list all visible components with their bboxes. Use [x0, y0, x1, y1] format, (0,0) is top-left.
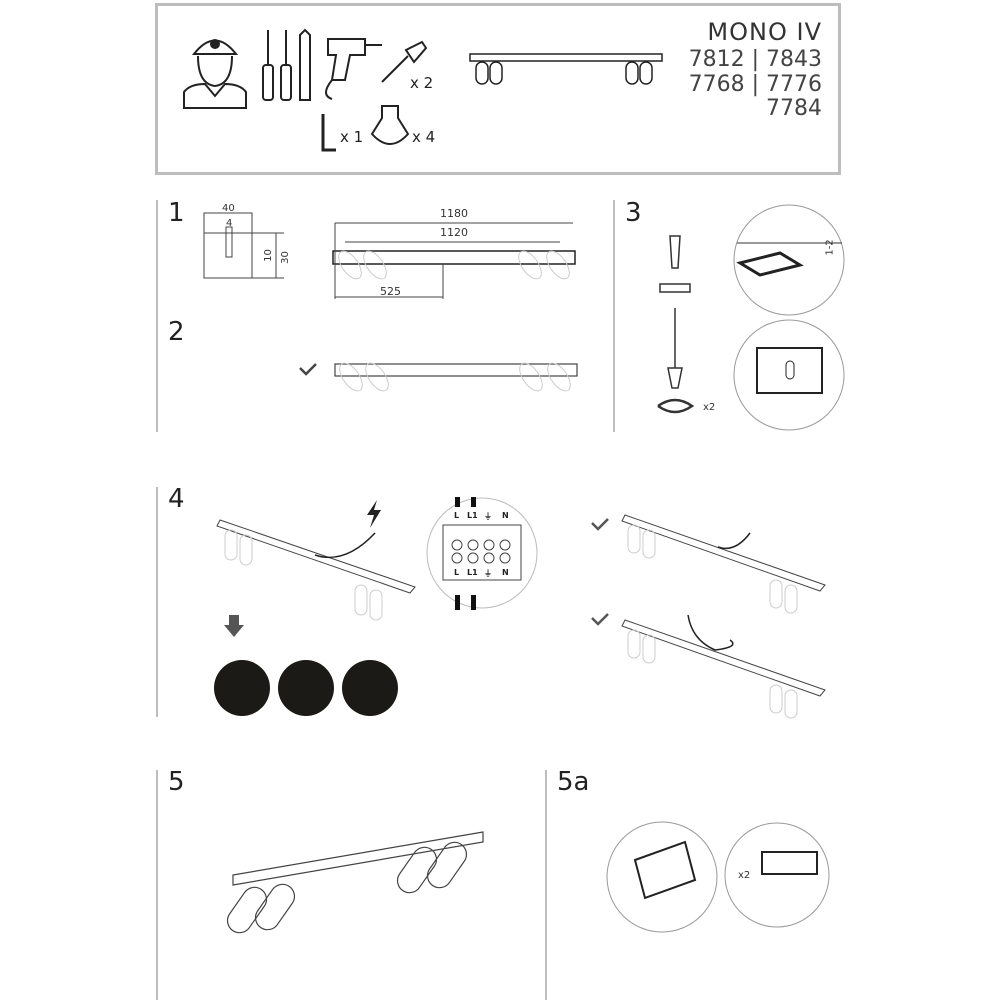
wiring-rail-drawing: [216, 519, 416, 621]
anchor-quantity: x 2: [410, 74, 434, 92]
drill-icon: [325, 38, 382, 100]
rail-dimension-drawing: [332, 222, 576, 299]
dimension-label: 1120: [440, 226, 468, 239]
checkmark-icon: [591, 518, 609, 531]
terminal-label: ⏚: [484, 512, 492, 521]
end-cap-quantity: x2: [738, 870, 751, 881]
dimension-label: 525: [380, 285, 401, 298]
divider: [156, 770, 158, 1000]
wall-anchor-icon: [381, 40, 428, 83]
dimension-label: 1180: [440, 207, 468, 220]
step-number: 5a: [557, 767, 590, 797]
ceiling-detail-circle: [733, 204, 845, 316]
dimension-label: 4: [226, 218, 233, 229]
terminal-block-circle: [426, 497, 538, 610]
step-number: 5: [168, 767, 185, 797]
divider: [613, 200, 615, 432]
down-arrow-icon: [224, 615, 244, 637]
end-cap-detail-circle: [606, 821, 718, 933]
product-title: MONO IV: [707, 18, 822, 46]
product-code: 7812 | 7843: [688, 47, 822, 72]
screwdrivers-icon: [262, 28, 311, 101]
step-number: 3: [625, 198, 642, 228]
product-illustration: [469, 53, 663, 85]
bracket-detail-circle: [733, 319, 845, 431]
checkmark-icon: [591, 613, 609, 626]
step-number: 1: [168, 198, 185, 228]
divider: [545, 770, 547, 1000]
header-frame: [155, 3, 841, 175]
bulb-quantity: x 4: [412, 128, 436, 146]
dimension-label: 30: [279, 251, 291, 264]
gap-label: 1-2: [824, 239, 836, 256]
screw-quantity: x2: [703, 402, 716, 413]
mounted-rail-drawing: [621, 614, 826, 719]
gu10-bulb-icon: [370, 105, 410, 145]
terminal-label: L1: [467, 568, 478, 577]
cover-disc: [278, 660, 334, 716]
terminal-label: L: [454, 568, 460, 577]
product-code: 7784: [766, 96, 822, 121]
cover-disc: [214, 660, 270, 716]
final-fixture-drawing: [226, 831, 484, 934]
terminal-label: L1: [467, 511, 478, 520]
dimension-label: 10: [262, 249, 274, 262]
checkmark-icon: [299, 363, 317, 376]
terminal-label: N: [502, 511, 509, 520]
step-number: 4: [168, 484, 185, 514]
terminal-label: N: [502, 568, 509, 577]
screw-anchor-drawing: [657, 235, 695, 414]
product-code: 7768 | 7776: [688, 72, 822, 97]
terminal-label: L: [454, 511, 460, 520]
divider: [156, 200, 158, 432]
hex-key-icon: [321, 114, 336, 152]
dimension-label: 40: [222, 203, 235, 214]
rail-drawing: [334, 362, 578, 392]
lightning-icon: [367, 500, 381, 528]
mounted-rail-drawing: [621, 514, 826, 614]
terminal-label: ⏚: [484, 569, 492, 578]
divider: [156, 487, 158, 717]
cover-disc: [342, 660, 398, 716]
bracket-drawing: [203, 212, 284, 279]
hex-key-quantity: x 1: [340, 128, 364, 146]
installer-icon: [183, 39, 247, 109]
end-cap-detail-circle: [724, 822, 830, 928]
step-number: 2: [168, 317, 185, 347]
